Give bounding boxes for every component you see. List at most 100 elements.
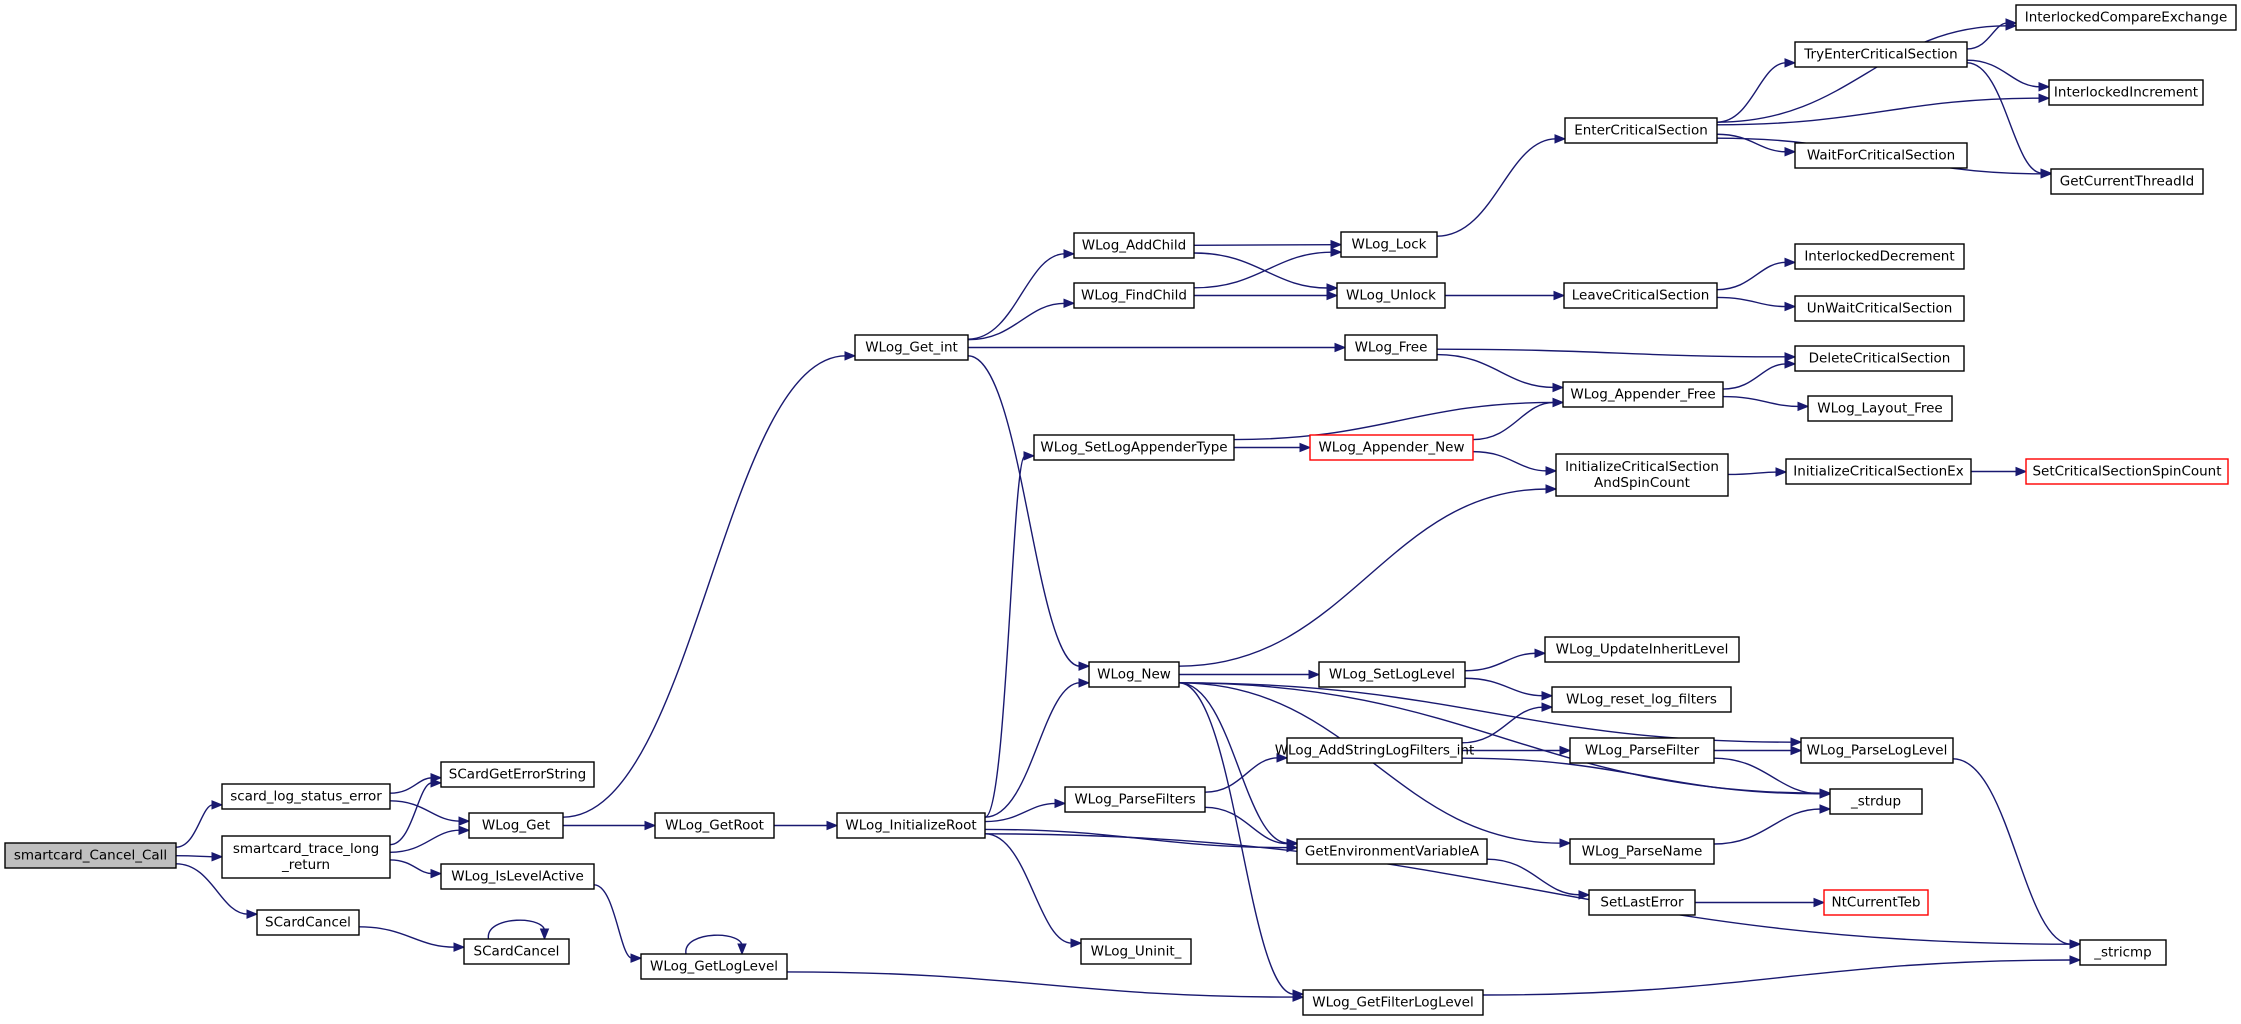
edge-wlog-new-to-wlog-getfilterloglevel xyxy=(1178,682,1305,999)
node-scardcancel-1[interactable]: SCardCancel xyxy=(256,909,360,936)
node-wlog-addchild[interactable]: WLog_AddChild xyxy=(1073,232,1195,259)
edge-wlog-parsefilters-to-wlog-addstringlogfilters-int xyxy=(1204,753,1289,793)
node-wlog-updateinheritlevel[interactable]: WLog_UpdateInheritLevel xyxy=(1544,636,1740,663)
edge-wlog-get-int-to-wlog-new xyxy=(967,355,1091,671)
node-strdup[interactable]: _strdup xyxy=(1829,788,1923,815)
node-wlog-free[interactable]: WLog_Free xyxy=(1344,334,1438,361)
node-box xyxy=(1562,381,1724,408)
edge-smartcard-cancel-call-to-scardcancel-1 xyxy=(175,863,259,919)
node-box xyxy=(440,863,595,890)
node-ntcurrentteb[interactable]: NtCurrentTeb xyxy=(1823,889,1929,916)
node-label: WLog_Get xyxy=(482,818,550,834)
node-wlog-unlock[interactable]: WLog_Unlock xyxy=(1336,282,1446,309)
node-tryentercriticalsection[interactable]: TryEnterCriticalSection xyxy=(1794,41,1968,68)
node-wlog-getloglevel[interactable]: WLog_GetLogLevel xyxy=(640,953,788,980)
node-box xyxy=(1302,989,1484,1016)
node-label: GetCurrentThreadId xyxy=(2060,174,2195,190)
node-wlog-lock[interactable]: WLog_Lock xyxy=(1340,231,1438,258)
edge-wlog-findchild-to-wlog-unlock xyxy=(1194,290,1339,301)
node-scardgeterrorstring[interactable]: SCardGetErrorString xyxy=(440,761,595,788)
node-label: WLog_Lock xyxy=(1352,237,1427,253)
node-getcurrentthreadid[interactable]: GetCurrentThreadId xyxy=(2050,168,2204,195)
node-deletecriticalsection[interactable]: DeleteCriticalSection xyxy=(1794,345,1965,372)
edge-wlog-initializeroot-to-getenvironmentvariablea xyxy=(984,828,1299,853)
node-setlasterror[interactable]: SetLastError xyxy=(1588,889,1696,916)
node-label: WLog_Uninit_ xyxy=(1091,944,1182,960)
node-label: scard_log_status_error xyxy=(230,789,382,805)
node-wlog-parsename[interactable]: WLog_ParseName xyxy=(1569,838,1715,865)
node-wlog-setlogappendertype[interactable]: WLog_SetLogAppenderType xyxy=(1033,434,1235,461)
node-box xyxy=(1080,938,1192,965)
node-wlog-appender-free[interactable]: WLog_Appender_Free xyxy=(1562,381,1724,408)
node-label: _return xyxy=(281,857,330,873)
node-wlog-reset-log-filters[interactable]: WLog_reset_log_filters xyxy=(1551,686,1732,713)
edge-smartcard-trace-long-return-to-wlog-islevelactive xyxy=(389,859,443,879)
node-box xyxy=(2048,79,2204,106)
node-box xyxy=(221,835,391,879)
edge-tryentercriticalsection-to-interlockedincrement xyxy=(1966,59,2051,92)
node-wlog-initializeroot[interactable]: WLog_InitializeRoot xyxy=(836,812,986,839)
node-initializecriticalsectionex[interactable]: InitializeCriticalSectionEx xyxy=(1785,458,1972,485)
edge-entercriticalsection-to-interlockedcompareexchange xyxy=(1716,21,2018,123)
node-box xyxy=(440,761,595,788)
edge-wlog-unlock-to-leavecriticalsection xyxy=(1445,290,1566,301)
node-wlog-getroot[interactable]: WLog_GetRoot xyxy=(654,812,775,839)
node-wlog-islevelactive[interactable]: WLog_IsLevelActive xyxy=(440,863,595,890)
node-stricmp[interactable]: _stricmp xyxy=(2079,939,2167,966)
node-leavecriticalsection[interactable]: LeaveCriticalSection xyxy=(1563,282,1718,309)
edge-smartcard-trace-long-return-to-scardgeterrorstring xyxy=(389,778,443,846)
edge-wlog-parsefilter-to-wlog-parseloglevel xyxy=(1714,745,1803,756)
node-interlockeddecrement[interactable]: InterlockedDecrement xyxy=(1794,243,1965,270)
edge-wlog-initializeroot-to-wlog-parsefilters xyxy=(984,798,1067,823)
node-scardcancel-2[interactable]: SCardCancel xyxy=(463,938,570,965)
node-wlog-setloglevel[interactable]: WLog_SetLogLevel xyxy=(1318,661,1466,688)
node-interlockedcompareexchange[interactable]: InterlockedCompareExchange xyxy=(2015,4,2237,31)
edge-smartcard-cancel-call-to-smartcard-trace-long-return xyxy=(175,852,224,862)
node-box xyxy=(1829,788,1923,815)
edge-wlog-parsefilters-to-getenvironmentvariablea xyxy=(1204,806,1299,849)
node-setcriticalsectionspincount[interactable]: SetCriticalSectionSpinCount xyxy=(2025,458,2229,485)
edge-initializecriticalsectionex-to-setcriticalsectionspincount xyxy=(1970,466,2028,477)
node-box xyxy=(1794,243,1965,270)
node-box xyxy=(1340,231,1438,258)
node-wlog-uninit[interactable]: WLog_Uninit_ xyxy=(1080,938,1192,965)
node-wlog-appender-new[interactable]: WLog_Appender_New xyxy=(1309,434,1474,461)
node-wlog-findchild[interactable]: WLog_FindChild xyxy=(1073,282,1195,309)
node-label: NtCurrentTeb xyxy=(1832,895,1921,911)
edge-setlasterror-to-ntcurrentteb xyxy=(1694,897,1826,908)
node-unwaitcriticalsection[interactable]: UnWaitCriticalSection xyxy=(1794,295,1965,322)
node-label: WaitForCriticalSection xyxy=(1807,148,1955,164)
node-getenvironmentvariablea[interactable]: GetEnvironmentVariableA xyxy=(1296,838,1488,865)
node-box xyxy=(1064,786,1206,813)
edge-wlog-addstringlogfilters-int-to-wlog-parsefilter xyxy=(1462,745,1572,756)
node-wlog-get-int[interactable]: WLog_Get_int xyxy=(854,334,969,361)
node-entercriticalsection[interactable]: EnterCriticalSection xyxy=(1564,117,1718,144)
node-label: InitializeCriticalSectionEx xyxy=(1793,464,1963,480)
node-scard-log-status-error[interactable]: scard_log_status_error xyxy=(221,783,391,810)
node-box xyxy=(1555,453,1729,497)
node-wlog-new[interactable]: WLog_New xyxy=(1088,661,1180,688)
node-wlog-parseloglevel[interactable]: WLog_ParseLogLevel xyxy=(1800,737,1954,764)
node-wlog-get[interactable]: WLog_Get xyxy=(468,812,564,839)
node-wlog-getfilterloglevel[interactable]: WLog_GetFilterLogLevel xyxy=(1302,989,1484,1016)
edge-wlog-appender-free-to-wlog-layout-free xyxy=(1722,395,1810,412)
node-label: WLog_AddChild xyxy=(1082,238,1186,254)
edge-tryentercriticalsection-to-getcurrentthreadid xyxy=(1966,62,2053,178)
node-wlog-parsefilters[interactable]: WLog_ParseFilters xyxy=(1064,786,1206,813)
edge-wlog-new-to-getenvironmentvariablea xyxy=(1178,682,1299,848)
node-wlog-layout-free[interactable]: WLog_Layout_Free xyxy=(1807,395,1953,422)
node-box xyxy=(2025,458,2229,485)
node-wlog-addstringlogfilters-int[interactable]: WLog_AddStringLogFilters_int xyxy=(1275,737,1475,764)
node-wlog-parsefilter[interactable]: WLog_ParseFilter xyxy=(1569,737,1715,764)
node-interlockedincrement[interactable]: InterlockedIncrement xyxy=(2048,79,2204,106)
node-box xyxy=(1551,686,1732,713)
node-waitforcriticalsection[interactable]: WaitForCriticalSection xyxy=(1794,142,1968,169)
node-label: SetLastError xyxy=(1600,895,1684,911)
node-label: InterlockedIncrement xyxy=(2054,85,2198,101)
node-smartcard-trace-long-return[interactable]: smartcard_trace_long_return xyxy=(221,835,391,879)
edge-entercriticalsection-to-interlockedincrement xyxy=(1716,93,2051,126)
node-box xyxy=(1544,636,1740,663)
edge-entercriticalsection-to-waitforcriticalsection xyxy=(1716,133,1797,157)
node-box xyxy=(1073,282,1195,309)
